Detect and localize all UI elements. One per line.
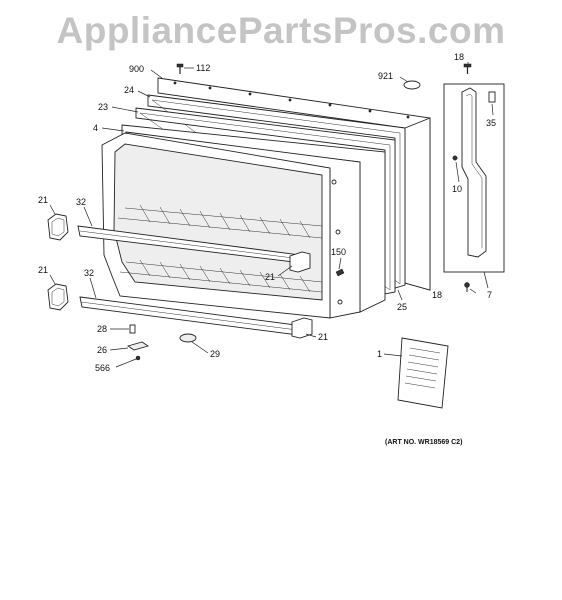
cover-29 — [179, 333, 197, 343]
bracket-26 — [126, 341, 150, 351]
screw-18-top — [463, 63, 472, 74]
shelf-end-cap-lower-right — [291, 317, 313, 339]
plug-921 — [403, 80, 421, 90]
callout-150: 150 — [331, 247, 346, 257]
callout-26: 26 — [97, 345, 107, 355]
callout-921: 921 — [378, 71, 393, 81]
callout-7: 7 — [487, 290, 492, 300]
watermark: AppliancePartsPros.com — [56, 10, 506, 51]
screw-112 — [176, 63, 184, 74]
callout-21-lower-left: 21 — [38, 265, 48, 275]
screw-566 — [135, 355, 141, 361]
screw-18-bottom — [464, 282, 470, 292]
callout-21-lower-right: 21 — [318, 332, 328, 342]
door-liner — [101, 124, 386, 319]
callout-21-upper-left: 21 — [38, 195, 48, 205]
art-number: (ART NO. WR18569 C2) — [385, 439, 462, 446]
shelf-end-cap-lower-left — [47, 283, 69, 311]
handle-assembly — [443, 83, 505, 273]
manual-1 — [397, 337, 449, 409]
callout-25: 25 — [397, 302, 407, 312]
clip-150 — [335, 268, 345, 277]
shelf-end-cap-upper-left — [47, 213, 69, 241]
callout-112: 112 — [196, 63, 210, 73]
shelf-end-cap-upper-right — [289, 251, 311, 273]
callout-29: 29 — [210, 349, 220, 359]
callout-32-upper: 32 — [76, 197, 86, 207]
callout-labels: 900 112 921 18 24 23 35 4 10 21 32 150 2… — [38, 52, 496, 446]
outer-door-panel — [157, 77, 431, 291]
callout-4: 4 — [93, 123, 98, 133]
callout-900: 900 — [129, 64, 144, 74]
callout-1: 1 — [377, 349, 382, 359]
callout-18-bottom: 18 — [432, 290, 442, 300]
callout-566: 566 — [95, 363, 110, 373]
leader-lines — [49, 62, 494, 368]
callout-21-upper-right: 21 — [265, 272, 275, 282]
callout-28: 28 — [97, 324, 107, 334]
callout-23: 23 — [98, 102, 108, 112]
callout-35: 35 — [486, 118, 496, 128]
callout-10: 10 — [452, 184, 462, 194]
callout-24: 24 — [124, 85, 134, 95]
part-28 — [129, 324, 136, 334]
callout-18-top: 18 — [454, 52, 464, 62]
callout-32-lower: 32 — [84, 268, 94, 278]
